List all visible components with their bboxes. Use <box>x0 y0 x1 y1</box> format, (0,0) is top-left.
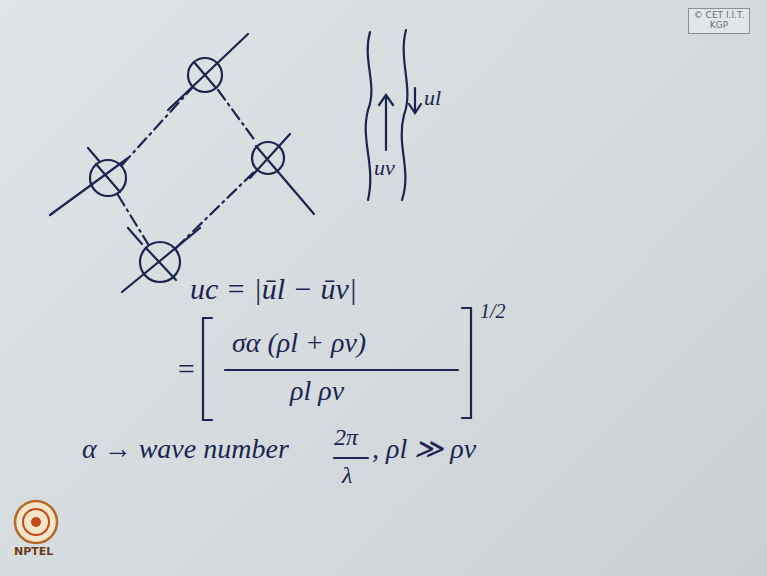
logo-text: NPTEL <box>14 546 53 558</box>
note: 2π <box>334 424 358 450</box>
equation-denominator: ρl ρv <box>290 376 344 407</box>
note: λ <box>342 462 352 488</box>
nptel-logo <box>15 501 57 543</box>
watermark: © CET I.I.T. KGP <box>688 8 750 34</box>
note: α → wave number <box>82 434 289 465</box>
note: , ρl ≫ ρv <box>372 434 476 465</box>
exponent: 1/2 <box>480 300 506 322</box>
velocity-label: uv <box>374 156 395 180</box>
equation: uc = |ūl − ūv| <box>190 272 357 305</box>
velocity-label: ul <box>424 86 441 110</box>
equation-numerator: σα (ρl + ρv) <box>232 328 366 359</box>
equation: = <box>176 352 196 385</box>
